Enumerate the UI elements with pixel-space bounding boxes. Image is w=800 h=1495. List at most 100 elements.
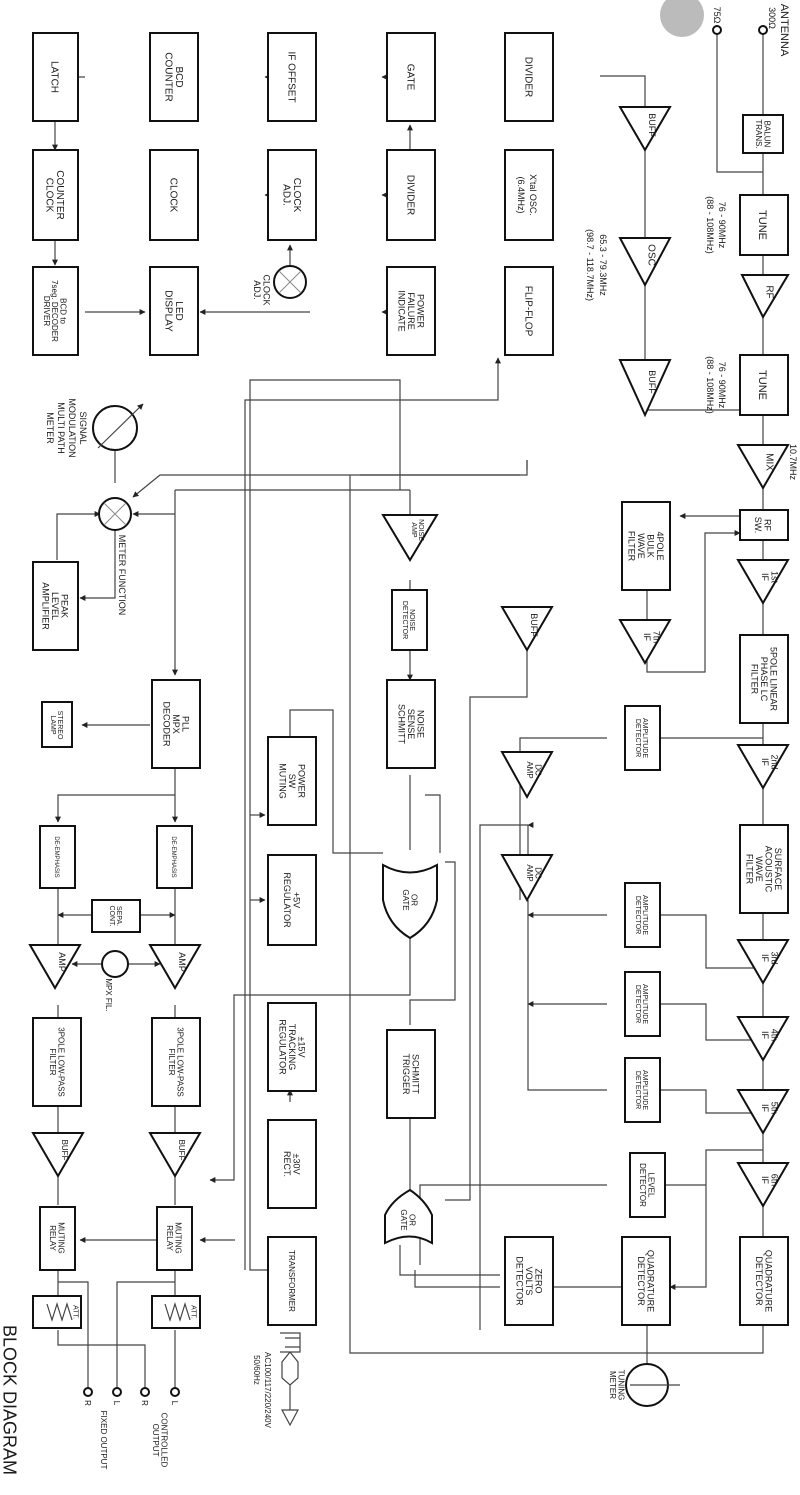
antenna-label: ANTENNA (778, 4, 790, 57)
out-l-ctrl-label: L (170, 1401, 179, 1406)
tune1-label: TUNE (756, 210, 768, 240)
latch-label: LATCH (49, 61, 60, 93)
balun-block (742, 114, 784, 154)
osc-block (618, 237, 672, 288)
rf-label: RF (764, 285, 775, 298)
counter-clock-label: COUNTERCLOCK (43, 170, 65, 219)
clock-adj-knob-label: CLOCKADJ. (252, 274, 271, 305)
amp-det-3-label: AMPLITUDEDETECTOR (634, 984, 648, 1024)
quad-det-2-label: QUADRATUREDETECTOR (636, 1250, 655, 1312)
amp-l-block (28, 944, 82, 990)
muting-relay-r-label: MUTINGRELAY (165, 1222, 182, 1254)
reg5-label: +5VREGULATOR (282, 872, 301, 928)
ac-plug-icon (280, 1332, 301, 1427)
transformer-block (267, 1236, 317, 1326)
buff-osc-1-block (618, 106, 672, 152)
tuning-meter-label: TUNINGMETER (608, 1370, 625, 1401)
buff-osc-2-label: BUFF (647, 370, 657, 394)
antenna-75-label: 75Ω (712, 7, 722, 24)
att-r-block (151, 1295, 201, 1329)
buff-r-label: BUFF (177, 1140, 186, 1161)
ac-freq-label: 50/60Hz (252, 1355, 261, 1385)
xtal-osc-block (504, 149, 554, 241)
power-sw-label: POWERSWMUTING (277, 763, 306, 799)
if3-block (736, 939, 790, 985)
att-r-label: ATT. (190, 1305, 197, 1319)
pll-mpx-block (151, 679, 201, 769)
amp-l-label: AMP (57, 952, 67, 972)
stereo-lamp-block (41, 701, 73, 748)
lpf-l-block (32, 1017, 82, 1107)
signal-meter-icon (92, 405, 138, 451)
att-l-label: ATT. (72, 1305, 79, 1319)
antenna-300-label: 300Ω (767, 7, 777, 29)
terminal-300-icon (758, 25, 768, 35)
meter-label-3: MULTI PATH (56, 402, 66, 454)
if-offset-block (267, 32, 317, 122)
dc-amp-1-label: DCAMP (525, 761, 542, 778)
rf-amp-block (740, 274, 790, 320)
or-gate-1-block (382, 863, 438, 940)
mix-block (736, 444, 790, 490)
if1-label: 1stIF (760, 571, 779, 584)
meter-function-label: METER FUNCTION (117, 535, 127, 616)
dc-amp-1-block (500, 751, 554, 800)
amp-r-block (148, 944, 202, 990)
terminal-75-icon (712, 25, 722, 35)
if3-label: 3rdIF (760, 951, 779, 964)
sepa-cont-block (91, 899, 141, 933)
amp-det-3-block (624, 971, 661, 1037)
bcd-counter-label: BCDCOUNTER (162, 52, 184, 101)
divider-1-label: DIVIDER (523, 57, 534, 98)
saw-filter-label: SURFACEACOUSTICWAVEFILTER (745, 846, 783, 893)
noise-detector-block (391, 589, 428, 651)
quad-det-1-block (739, 1236, 789, 1326)
divider-1-block (504, 32, 554, 122)
if1-block (736, 559, 790, 605)
output-l-controlled-icon (170, 1387, 180, 1397)
tune1-freq: 76 - 90MHz (717, 202, 727, 249)
osc-label: OSC (646, 244, 657, 266)
mpx-filter-switch-icon[interactable] (101, 950, 129, 978)
stereo-lamp-label: STEREOLAMP (49, 711, 63, 740)
tune2-label: TUNE (756, 370, 768, 400)
buff-osc-1-label: BUFF (647, 113, 657, 137)
output-r-fixed-icon (83, 1387, 93, 1397)
if7-block (618, 619, 672, 665)
if5-label: 5thIF (760, 1102, 779, 1115)
out-r-fixed-label: R (83, 1400, 92, 1406)
xtal-label: X'tal OSC. (528, 174, 538, 216)
if5-block (736, 1089, 790, 1135)
noise-det-label: NOISEDETECTOR (401, 601, 415, 639)
lc-filter-label: 5POLE LINEARPHASE LCFILTER (749, 647, 778, 712)
rf-sw-label: RFSW. (753, 517, 772, 534)
flip-flop-block (504, 266, 554, 356)
clock-adj-label: CLOCKADJ. (280, 178, 302, 213)
divider-2-block (386, 149, 436, 241)
zero-volts-block (504, 1236, 554, 1326)
muting-relay-r-block (156, 1206, 193, 1271)
att-l-block (32, 1295, 82, 1329)
osc-freq: 65.3 - 79.3MHz (598, 234, 608, 296)
or-gate-1-label: ORGATE (401, 889, 418, 910)
mix-label: MIX (764, 453, 775, 471)
clock-adj-block (267, 149, 317, 241)
out-l-fixed-label: L (112, 1401, 121, 1406)
rect30-block (267, 1119, 317, 1209)
if2-label: 2ndIF (760, 754, 779, 769)
rect30-label: ±30VRECT. (282, 1151, 301, 1177)
muting-relay-l-block (39, 1206, 76, 1271)
noise-amp-block (381, 514, 439, 562)
buff-l-label: BUFF (60, 1140, 69, 1161)
if-offset-label: IF OFFSET (286, 51, 297, 102)
balun-label: BALUNTRANS. (754, 119, 771, 148)
if4-label: 4thIF (760, 1029, 779, 1042)
lpf-r-block (151, 1017, 201, 1107)
noise-schmitt-label: NOISESENSESCHMITT (396, 704, 425, 744)
gate-block (386, 32, 436, 122)
reg15-block (267, 1002, 317, 1092)
bcd-decoder-label: BCD to7seg. DECODERDRIVER (42, 280, 68, 342)
tune2-freq: 76 - 90MHz (717, 362, 727, 409)
schmitt-trigger-block (386, 1029, 436, 1119)
